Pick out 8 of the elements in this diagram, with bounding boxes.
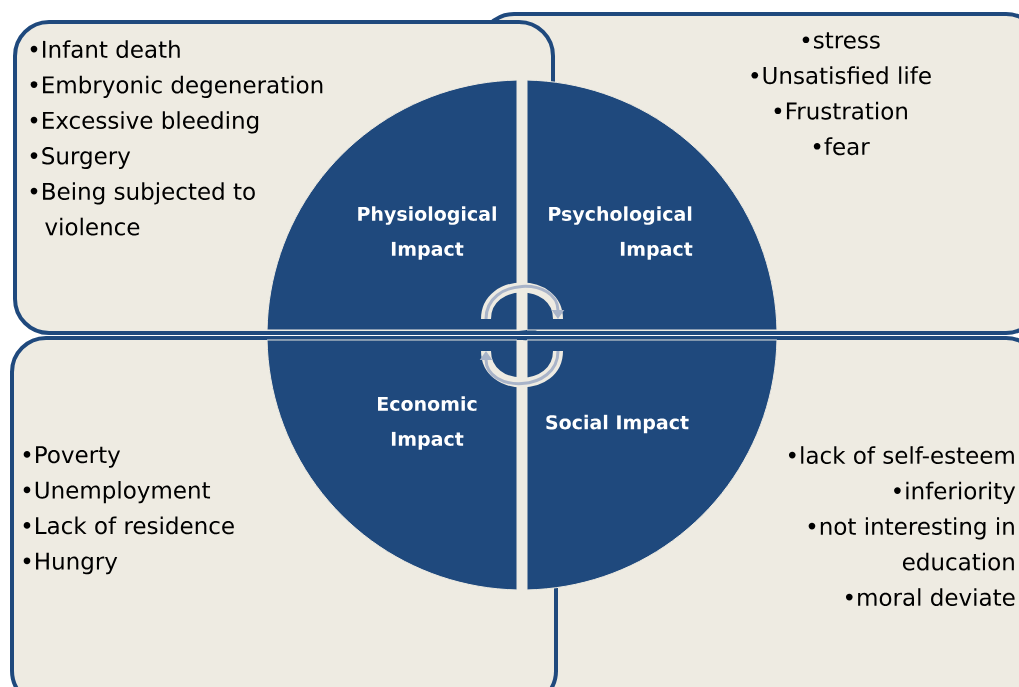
node-label: •moral deviate: [845, 588, 1015, 606]
cycle-arrow: [481, 282, 565, 320]
cycle-arrow: [479, 350, 563, 388]
node-label: •lack of self-esteem: [788, 446, 1014, 464]
quadrant: Economic Impact: [266, 339, 518, 591]
node-label: •inferiority: [894, 481, 1016, 504]
node-label: •not interesting in education: [808, 517, 1014, 571]
quadrant: Social Impact: [526, 339, 778, 591]
